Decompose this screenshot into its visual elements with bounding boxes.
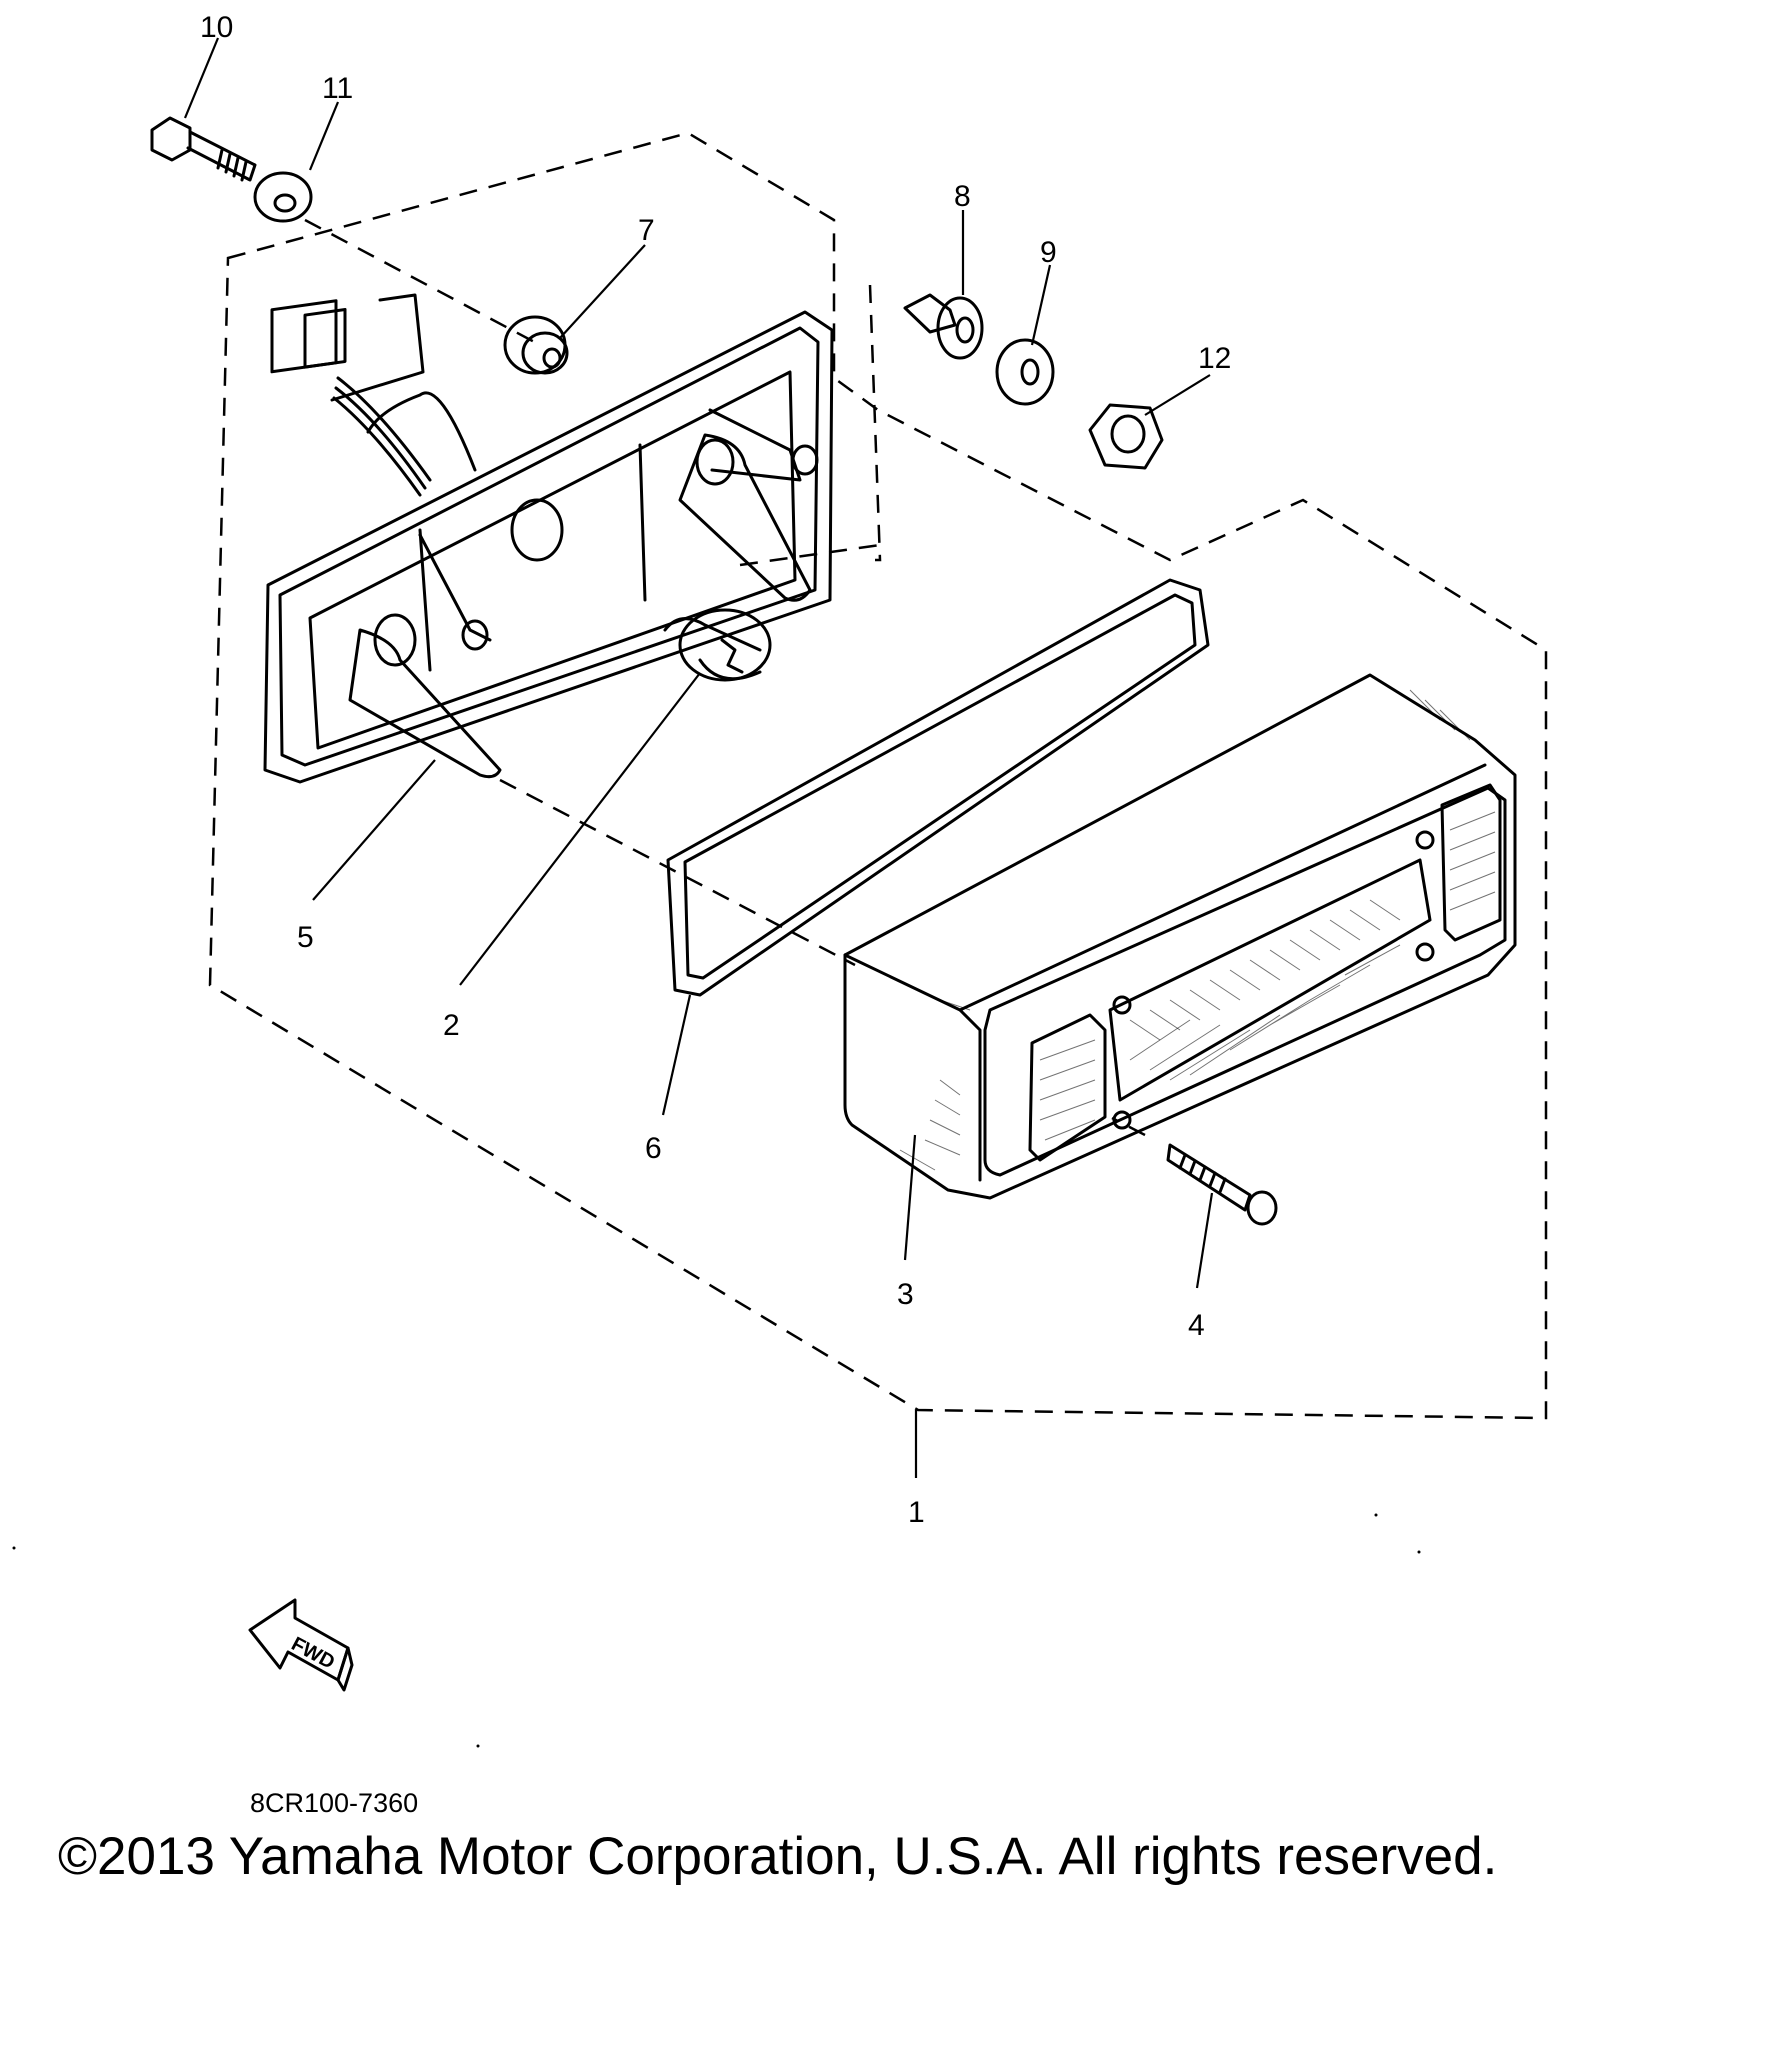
callout-10: 10 [200,11,233,44]
washer-part-9[interactable] [995,338,1055,406]
speck-mark [12,1546,16,1550]
callout-11: 11 [322,72,353,105]
wire-connector [270,299,432,497]
copyright-notice: ©2013 Yamaha Motor Corporation, U.S.A. A… [58,1827,1498,1886]
callout-2: 2 [443,1009,460,1042]
washer-part-11[interactable] [253,171,313,223]
speck-mark [1374,1513,1378,1517]
bulb-part-2[interactable] [663,608,772,682]
gasket-part-6[interactable] [666,578,1210,997]
callout-12: 12 [1198,342,1231,375]
bolt-part-10[interactable] [150,116,257,182]
speck-mark [476,1744,480,1748]
collar-part-8[interactable] [903,293,984,360]
callout-5: 5 [297,921,314,954]
callout-6: 6 [645,1132,662,1165]
callout-4: 4 [1188,1309,1205,1342]
callout-1: 1 [908,1496,925,1529]
nut-part-12[interactable] [1088,403,1164,470]
callout-9: 9 [1040,236,1057,269]
screw-part-4[interactable] [1166,1143,1278,1226]
speck-mark [1417,1550,1421,1554]
callout-3: 3 [897,1278,914,1311]
grommet-part-7[interactable] [503,315,569,375]
callout-7: 7 [638,214,655,247]
callout-8: 8 [954,180,971,213]
assembly-outline [208,131,1548,1420]
housing-part-5[interactable] [263,293,834,784]
forward-arrow-icon: FWD [248,1598,354,1692]
lens-part-3[interactable] [843,673,1517,1200]
leader-lines [183,37,1214,1478]
assembly-lines [304,218,1146,1137]
diagram-part-code: 8CR100-7360 [250,1788,419,1818]
